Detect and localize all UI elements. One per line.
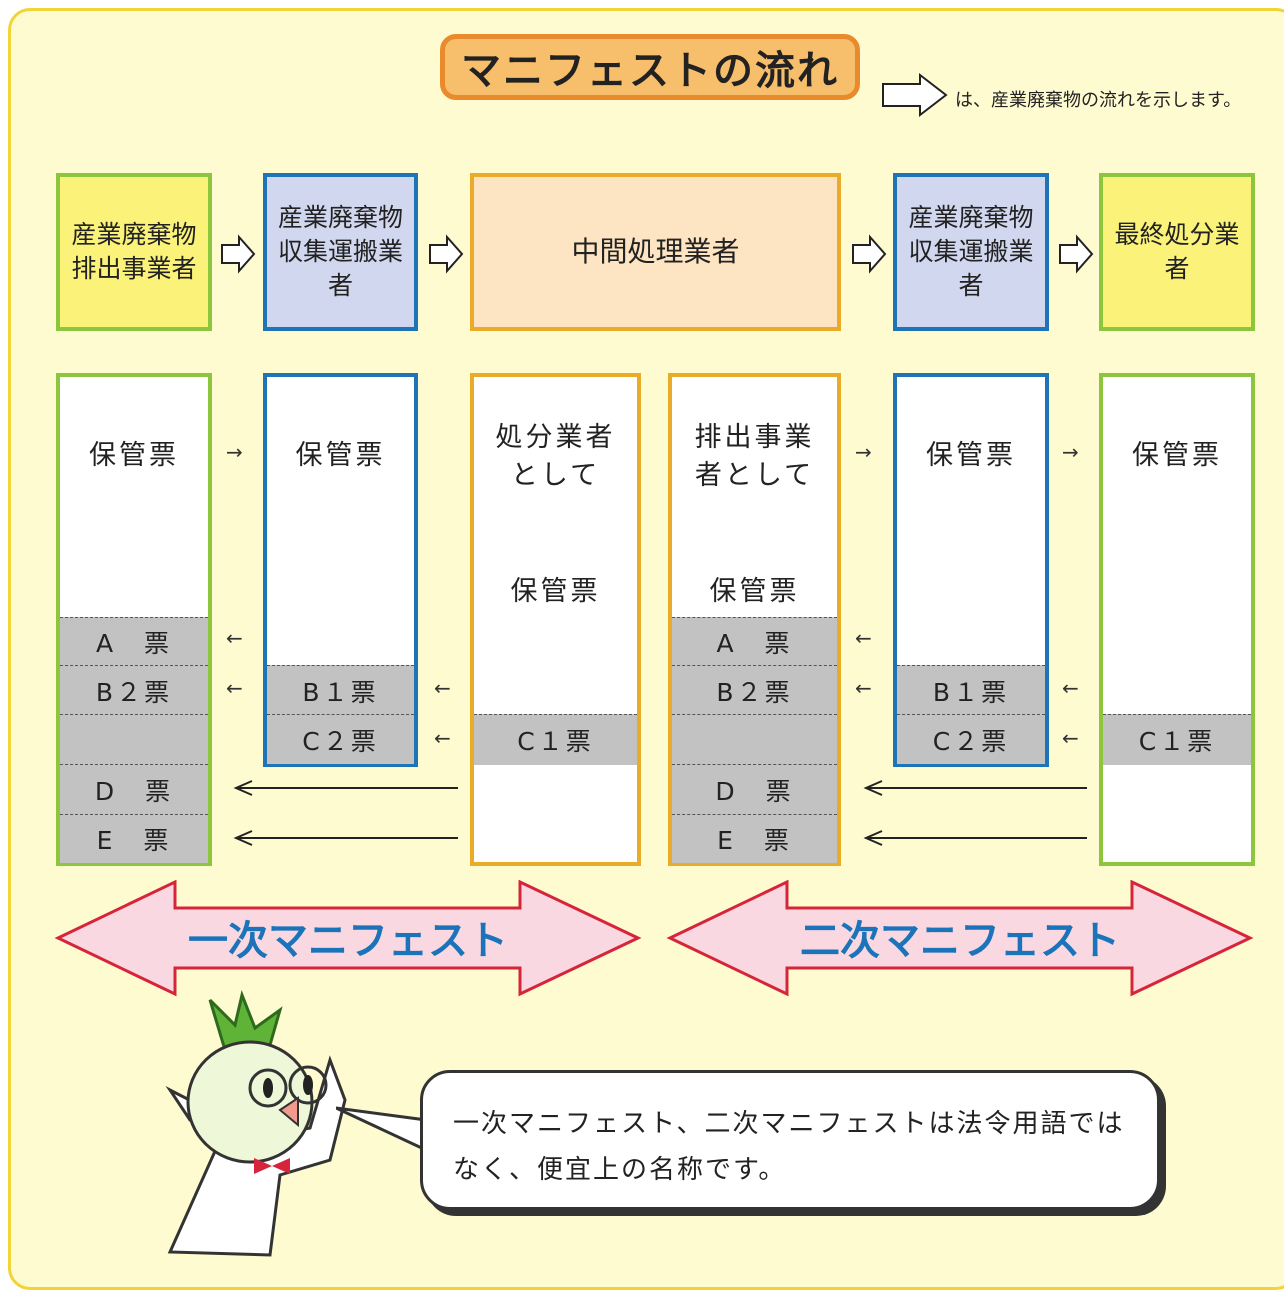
secondary-manifest-label: 二次マニフェスト bbox=[800, 918, 1120, 964]
slip-blank bbox=[672, 714, 837, 765]
retention-slip-label: 保管票 bbox=[709, 576, 800, 607]
legend-text: は、産業廃棄物の流れを示します。 bbox=[955, 90, 1242, 111]
retention-slip-label: 保管票 bbox=[89, 440, 179, 471]
secondary-manifest-arrow: 二次マニフェスト bbox=[666, 880, 1254, 997]
flow-arrow-icon bbox=[1059, 234, 1094, 274]
slip-e: E 票 bbox=[672, 814, 837, 863]
slip-c1: C１票 bbox=[474, 714, 637, 765]
retention-slip-label: 保管票 bbox=[926, 440, 1016, 471]
page-title: マニフェストの流れ bbox=[440, 34, 860, 100]
right-arrow: → bbox=[226, 440, 243, 464]
slip-a: A 票 bbox=[60, 617, 208, 666]
legend-arrow-icon bbox=[882, 72, 948, 118]
flow-arrow-icon bbox=[221, 234, 256, 274]
left-arrow: ← bbox=[855, 626, 872, 650]
slip-c2: C２票 bbox=[897, 714, 1045, 764]
slip-column-intermediate-as-disposer: 処分業者 として 保管票 C１票 bbox=[470, 373, 641, 866]
left-arrow: ← bbox=[434, 726, 451, 750]
right-arrow: → bbox=[855, 440, 872, 464]
slip-b2: B２票 bbox=[60, 665, 208, 715]
flow-arrow-icon bbox=[429, 234, 464, 274]
slip-column-collector-2: 保管票 B１票 C２票 bbox=[893, 373, 1049, 767]
flow-arrow-icon bbox=[852, 234, 887, 274]
slip-b1: B１票 bbox=[267, 665, 414, 715]
slip-c2: C２票 bbox=[267, 714, 414, 764]
slip-e: E 票 bbox=[60, 814, 208, 863]
slip-a: A 票 bbox=[672, 617, 837, 666]
slip-column-final-disposal: 保管票 C１票 bbox=[1099, 373, 1255, 866]
slip-column-intermediate-as-emitter: 排出事業 者として 保管票 A 票 B２票 D 票 E 票 bbox=[668, 373, 841, 866]
left-arrow: ← bbox=[434, 676, 451, 700]
left-arrow: ← bbox=[1062, 726, 1079, 750]
primary-manifest-arrow: 一次マニフェスト bbox=[54, 880, 642, 997]
slip-blank bbox=[60, 714, 208, 765]
slip-c1: C１票 bbox=[1103, 714, 1251, 765]
flow-box-final-disposal: 最終処分業者 bbox=[1099, 173, 1255, 331]
role-label: 処分業者 として bbox=[495, 422, 616, 491]
slip-column-collector-1: 保管票 B１票 C２票 bbox=[263, 373, 418, 767]
flow-box-emitter: 産業廃棄物 排出事業者 bbox=[56, 173, 212, 331]
right-arrow: → bbox=[1062, 440, 1079, 464]
slip-column-emitter: 保管票 A 票 B２票 D 票 E 票 bbox=[56, 373, 212, 866]
retention-slip-label: 保管票 bbox=[1132, 440, 1222, 471]
flow-box-collector-1: 産業廃棄物 収集運搬業者 bbox=[263, 173, 418, 331]
retention-slip-label: 保管票 bbox=[510, 576, 601, 607]
slip-d: D 票 bbox=[672, 764, 837, 815]
mascot-character-icon bbox=[165, 990, 347, 1257]
slip-b1: B１票 bbox=[897, 665, 1045, 715]
retention-slip-label: 保管票 bbox=[295, 440, 386, 471]
speech-bubble-note: 一次マニフェスト、二次マニフェストは法令用語ではなく、便宜上の名称です。 bbox=[420, 1070, 1160, 1210]
flow-box-intermediate: 中間処理業者 bbox=[470, 173, 841, 331]
primary-manifest-label: 一次マニフェスト bbox=[188, 918, 508, 964]
slip-d: D 票 bbox=[60, 764, 208, 815]
left-arrow: ← bbox=[1062, 676, 1079, 700]
left-arrow: ← bbox=[226, 626, 243, 650]
role-label: 排出事業 者として bbox=[694, 422, 815, 491]
left-arrow: ← bbox=[855, 676, 872, 700]
slip-b2: B２票 bbox=[672, 665, 837, 715]
left-arrow: ← bbox=[226, 676, 243, 700]
flow-box-collector-2: 産業廃棄物 収集運搬業者 bbox=[893, 173, 1049, 331]
